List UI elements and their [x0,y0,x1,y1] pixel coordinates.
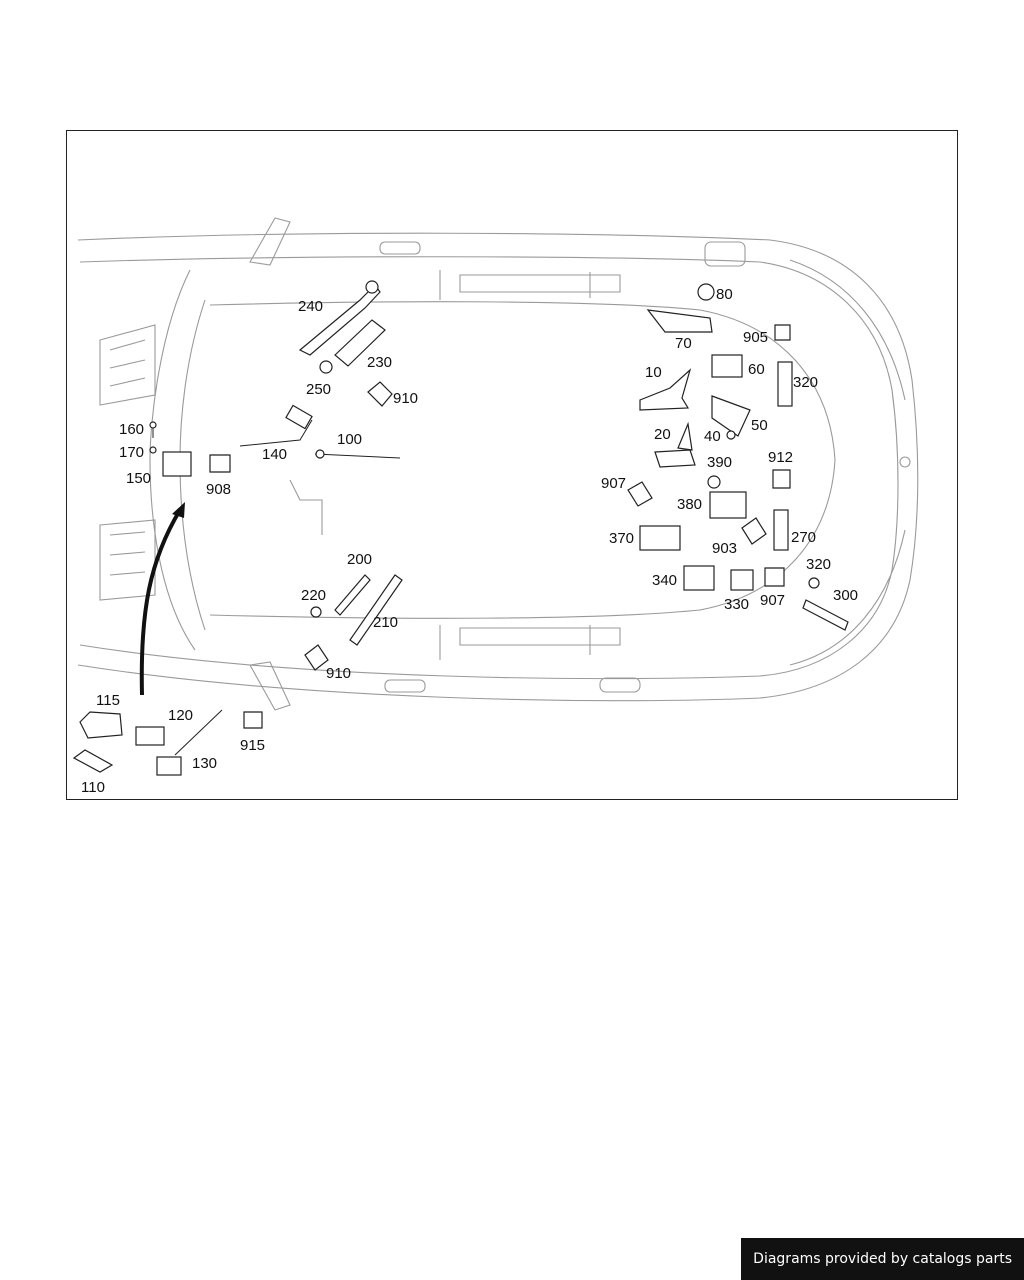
callout-70[interactable]: 70 [675,335,692,352]
callout-340[interactable]: 340 [652,572,677,589]
callout-150[interactable]: 150 [126,470,151,487]
callout-910-upper[interactable]: 910 [393,390,418,407]
callout-903[interactable]: 903 [712,540,737,557]
callout-380[interactable]: 380 [677,496,702,513]
callout-100[interactable]: 100 [337,431,362,448]
callout-120[interactable]: 120 [168,707,193,724]
callout-320[interactable]: 320 [806,556,831,573]
callout-905[interactable]: 907 [601,475,626,492]
callout-910-lower[interactable]: 910 [326,665,351,682]
car-body-outline [77,217,919,711]
callout-170[interactable]: 170 [119,444,144,461]
callout-915[interactable]: 915 [240,737,265,754]
callout-60[interactable]: 60 [748,361,765,378]
callout-907[interactable]: 907 [760,592,785,609]
part-shapes [72,280,849,776]
callout-210[interactable]: 210 [373,614,398,631]
callout-908[interactable]: 908 [206,481,231,498]
callout-110[interactable]: 110 [81,779,105,796]
callout-130[interactable]: 130 [192,755,217,772]
catalog-credit-text: Diagrams provided by catalogs parts [753,1251,1012,1267]
callout-labels: 240 230 250 910 100 140 160 170 150 908 … [81,286,858,796]
callout-280[interactable]: 320 [793,374,818,391]
catalog-credit-badge: Diagrams provided by catalogs parts [741,1238,1024,1280]
callout-250[interactable]: 250 [306,381,331,398]
callout-115[interactable]: 115 [96,692,120,709]
callout-300[interactable]: 300 [833,587,858,604]
assembly-arrow [139,502,185,696]
callout-240[interactable]: 240 [298,298,323,315]
callout-40[interactable]: 40 [704,428,721,445]
callout-200[interactable]: 200 [347,551,372,568]
callout-220[interactable]: 220 [301,587,326,604]
callout-330[interactable]: 330 [724,596,749,613]
callout-270[interactable]: 270 [791,529,816,546]
callout-230[interactable]: 230 [367,354,392,371]
callout-20[interactable]: 20 [654,426,671,443]
callout-160[interactable]: 160 [119,421,144,438]
callout-80[interactable]: 80 [716,286,733,303]
callout-390[interactable]: 390 [707,454,732,471]
callout-140[interactable]: 140 [262,446,287,463]
callout-370[interactable]: 370 [609,530,634,547]
callout-912[interactable]: 912 [768,449,793,466]
callout-900[interactable]: 905 [743,329,768,346]
callout-50[interactable]: 50 [751,417,768,434]
callout-10[interactable]: 10 [645,364,662,381]
